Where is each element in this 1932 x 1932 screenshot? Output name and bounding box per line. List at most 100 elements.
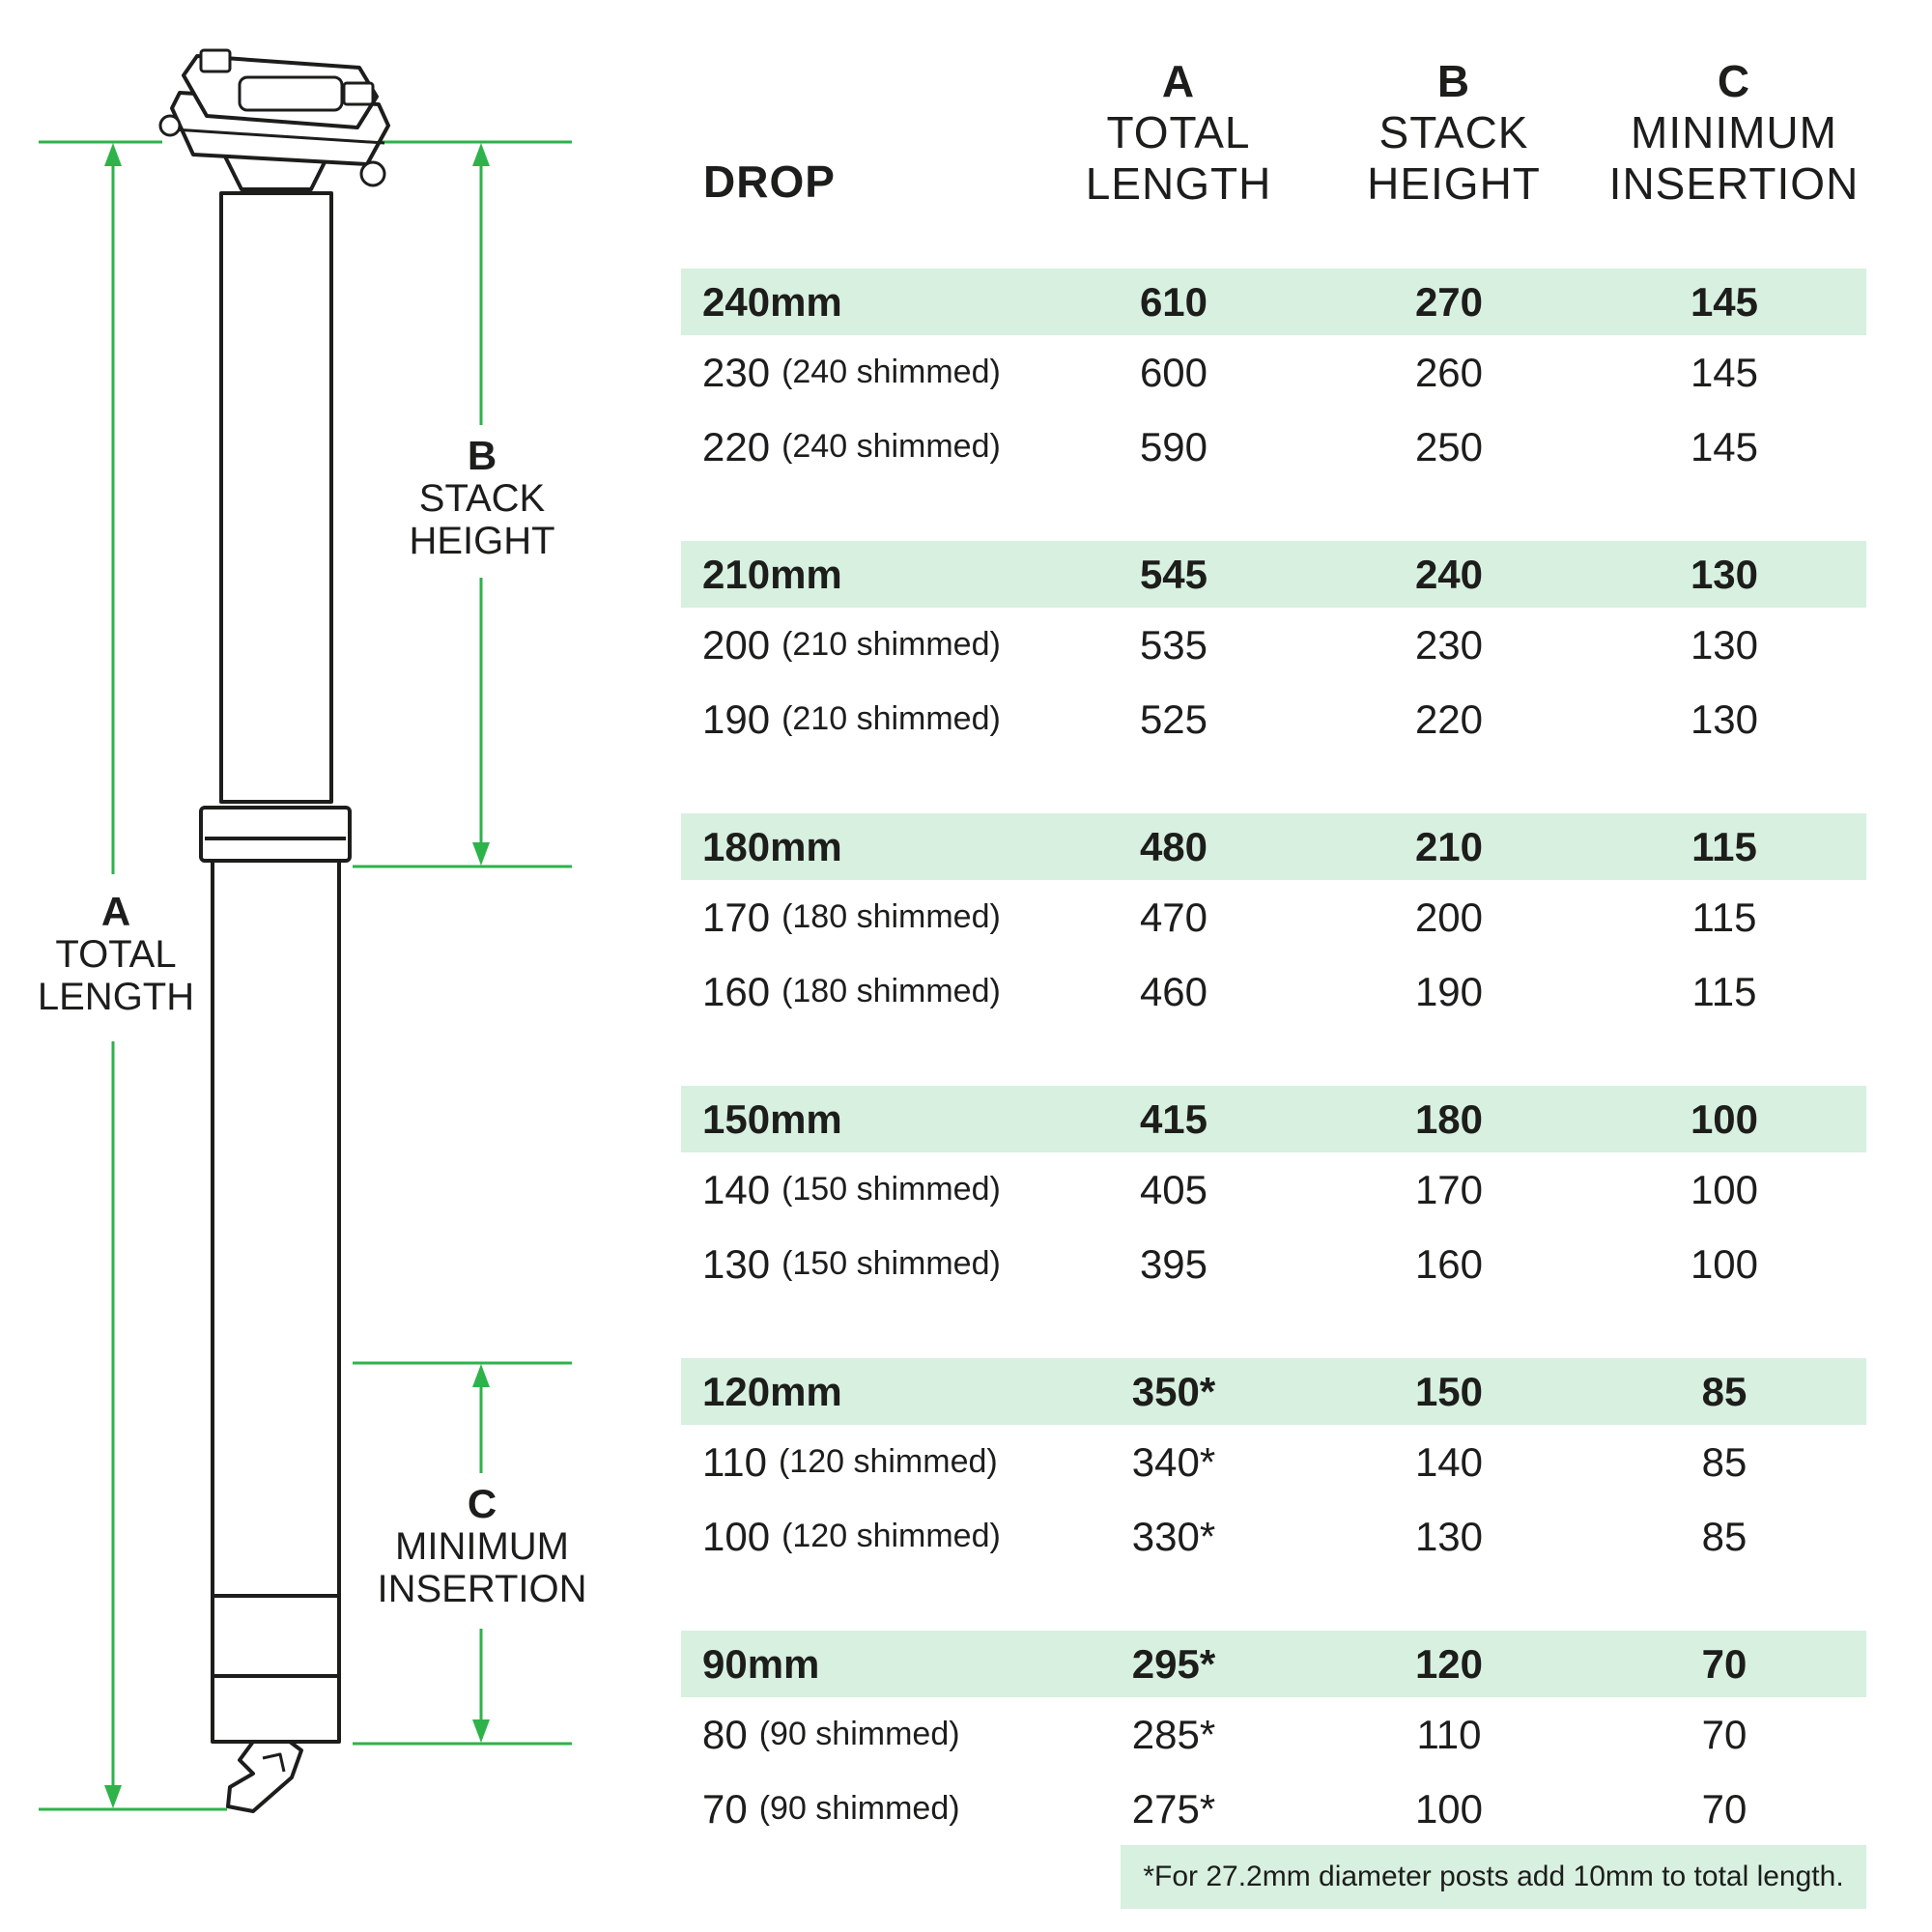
table-row-head: 120mm 350* 150 85 [681,1358,1866,1425]
stack-height-cell: 230 [1414,621,1484,668]
dimension-label-minimum-insertion: C MINIMUM INSERTION [377,1481,587,1611]
dimension-word-a-2: LENGTH [37,976,195,1018]
drop-cell: 100 (120 shimmed) [702,1499,1001,1574]
table-row: 220(240 shimmed) 590 250 145 [681,410,1866,484]
stack-height-cell: 140 [1414,1438,1484,1485]
header-word-a-2: LENGTH [1085,158,1272,209]
min-insertion-cell: 70 [1701,1711,1747,1757]
drop-group-150: 150mm 415 180 100 140(150 shimmed) 405 1… [681,1086,1866,1301]
table-row: 200(210 shimmed) 535 230 130 [681,608,1866,682]
dimension-label-total-length: A TOTAL LENGTH [19,889,213,1019]
shim-note: (90 shimmed) [758,1790,960,1827]
total-length-cell: 590 [1139,423,1208,469]
drop-value: 220 [702,423,771,469]
drop-group-90: 90mm 295* 120 70 80(90 shimmed) 285* 110… [681,1631,1866,1846]
table-row: 80(90 shimmed) 285* 110 70 [681,1697,1866,1772]
drop-cell: 90mm [702,1640,820,1687]
min-insertion-cell: 130 [1690,621,1759,668]
stack-height-cell: 270 [1414,278,1484,325]
shim-note: (90 shimmed) [758,1716,960,1752]
total-length-cell: 470 [1139,894,1208,940]
header-word-c-1: MINIMUM [1631,107,1837,157]
drop-cell: 140(150 shimmed) [702,1152,1001,1227]
dimension-label-stack-height: B STACK HEIGHT [385,433,579,563]
drop-cell: 150mm [702,1095,842,1142]
stack-height-cell: 130 [1414,1513,1484,1559]
stack-height-cell: 150 [1414,1368,1484,1414]
min-insertion-cell: 145 [1690,423,1759,469]
total-length-cell: 275* [1131,1785,1216,1832]
table-row: 160(180 shimmed) 460 190 115 [681,954,1866,1029]
seatpost-drawing [158,48,390,1813]
total-length-cell: 340* [1131,1438,1216,1485]
total-length-cell: 535 [1139,621,1208,668]
header-drop: DROP [703,156,836,207]
table-row-head: 90mm 295* 120 70 [681,1631,1866,1697]
dimension-letter-a: A [100,889,131,934]
total-length-cell: 395 [1139,1240,1208,1287]
drop-cell: 220(240 shimmed) [702,410,1001,484]
total-length-cell: 610 [1139,278,1208,325]
drop-cell: 190(210 shimmed) [702,682,1001,756]
dimension-word-a-1: TOTAL [55,933,177,976]
drop-cell: 170(180 shimmed) [702,880,1001,954]
stack-height-cell: 180 [1414,1095,1484,1142]
drop-cell: 240mm [702,278,842,325]
min-insertion-cell: 130 [1690,551,1759,597]
total-length-cell: 415 [1139,1095,1208,1142]
dimension-word-b-1: STACK [418,477,546,520]
drop-value: 170 [702,894,771,940]
min-insertion-cell: 145 [1690,349,1759,395]
drop-cell: 70 (90 shimmed) [702,1772,960,1846]
header-word-b-2: HEIGHT [1367,158,1541,209]
total-length-cell: 460 [1139,968,1208,1014]
dimension-word-c-1: MINIMUM [395,1525,569,1568]
header-letter-c: C [1717,56,1751,106]
min-insertion-cell: 115 [1691,968,1757,1014]
header-stack-height: B STACK HEIGHT [1343,56,1565,210]
drop-cell: 120mm [702,1368,842,1414]
stack-height-cell: 120 [1414,1640,1484,1687]
dimension-arrowheads [104,143,490,1808]
min-insertion-cell: 70 [1701,1640,1747,1687]
drop-group-210: 210mm 545 240 130 200(210 shimmed) 535 2… [681,541,1866,756]
header-letter-b: B [1436,56,1471,106]
total-length-cell: 295* [1131,1640,1216,1687]
header-minimum-insertion: C MINIMUM INSERTION [1584,56,1884,210]
table-row: 130(150 shimmed) 395 160 100 [681,1227,1866,1301]
dimension-letter-b: B [467,433,497,478]
drop-group-180: 180mm 480 210 115 170(180 shimmed) 470 2… [681,813,1866,1029]
min-insertion-cell: 130 [1690,696,1759,742]
drop-value: 70 [702,1785,748,1832]
stack-height-cell: 190 [1414,968,1484,1014]
min-insertion-cell: 85 [1701,1368,1747,1414]
table-row: 110(120 shimmed) 340* 140 85 [681,1425,1866,1499]
table-row: 100(120 shimmed) 330* 130 85 [681,1499,1866,1574]
shim-note: (150 shimmed) [781,1171,1001,1208]
table-row: 170(180 shimmed) 470 200 115 [681,880,1866,954]
stack-height-cell: 210 [1414,823,1484,869]
drop-cell: 200(210 shimmed) [702,608,1001,682]
drop-cell: 210mm [702,551,842,597]
drop-value: 80 [702,1711,748,1757]
shim-note: (210 shimmed) [781,700,1001,737]
drop-cell: 130(150 shimmed) [702,1227,1001,1301]
table-row: 140(150 shimmed) 405 170 100 [681,1152,1866,1227]
shim-note: (150 shimmed) [781,1245,1001,1282]
dimension-letter-c: C [467,1481,497,1526]
table-row-head: 180mm 480 210 115 [681,813,1866,880]
stack-height-cell: 220 [1414,696,1484,742]
stack-height-cell: 170 [1414,1166,1484,1212]
min-insertion-cell: 100 [1690,1166,1759,1212]
footnote: *For 27.2mm diameter posts add 10mm to t… [1121,1845,1866,1909]
drop-spec-table: 240mm 610 270 145 230(240 shimmed) 600 2… [681,269,1866,1903]
drop-group-240: 240mm 610 270 145 230(240 shimmed) 600 2… [681,269,1866,484]
table-row-head: 150mm 415 180 100 [681,1086,1866,1152]
drop-value: 100 [702,1513,771,1559]
stack-height-cell: 240 [1414,551,1484,597]
shim-note: (120 shimmed) [781,1518,1001,1554]
drop-value: 160 [702,968,771,1014]
shim-note: (240 shimmed) [781,354,1001,390]
shim-note: (210 shimmed) [781,626,1001,663]
min-insertion-cell: 115 [1691,894,1757,940]
